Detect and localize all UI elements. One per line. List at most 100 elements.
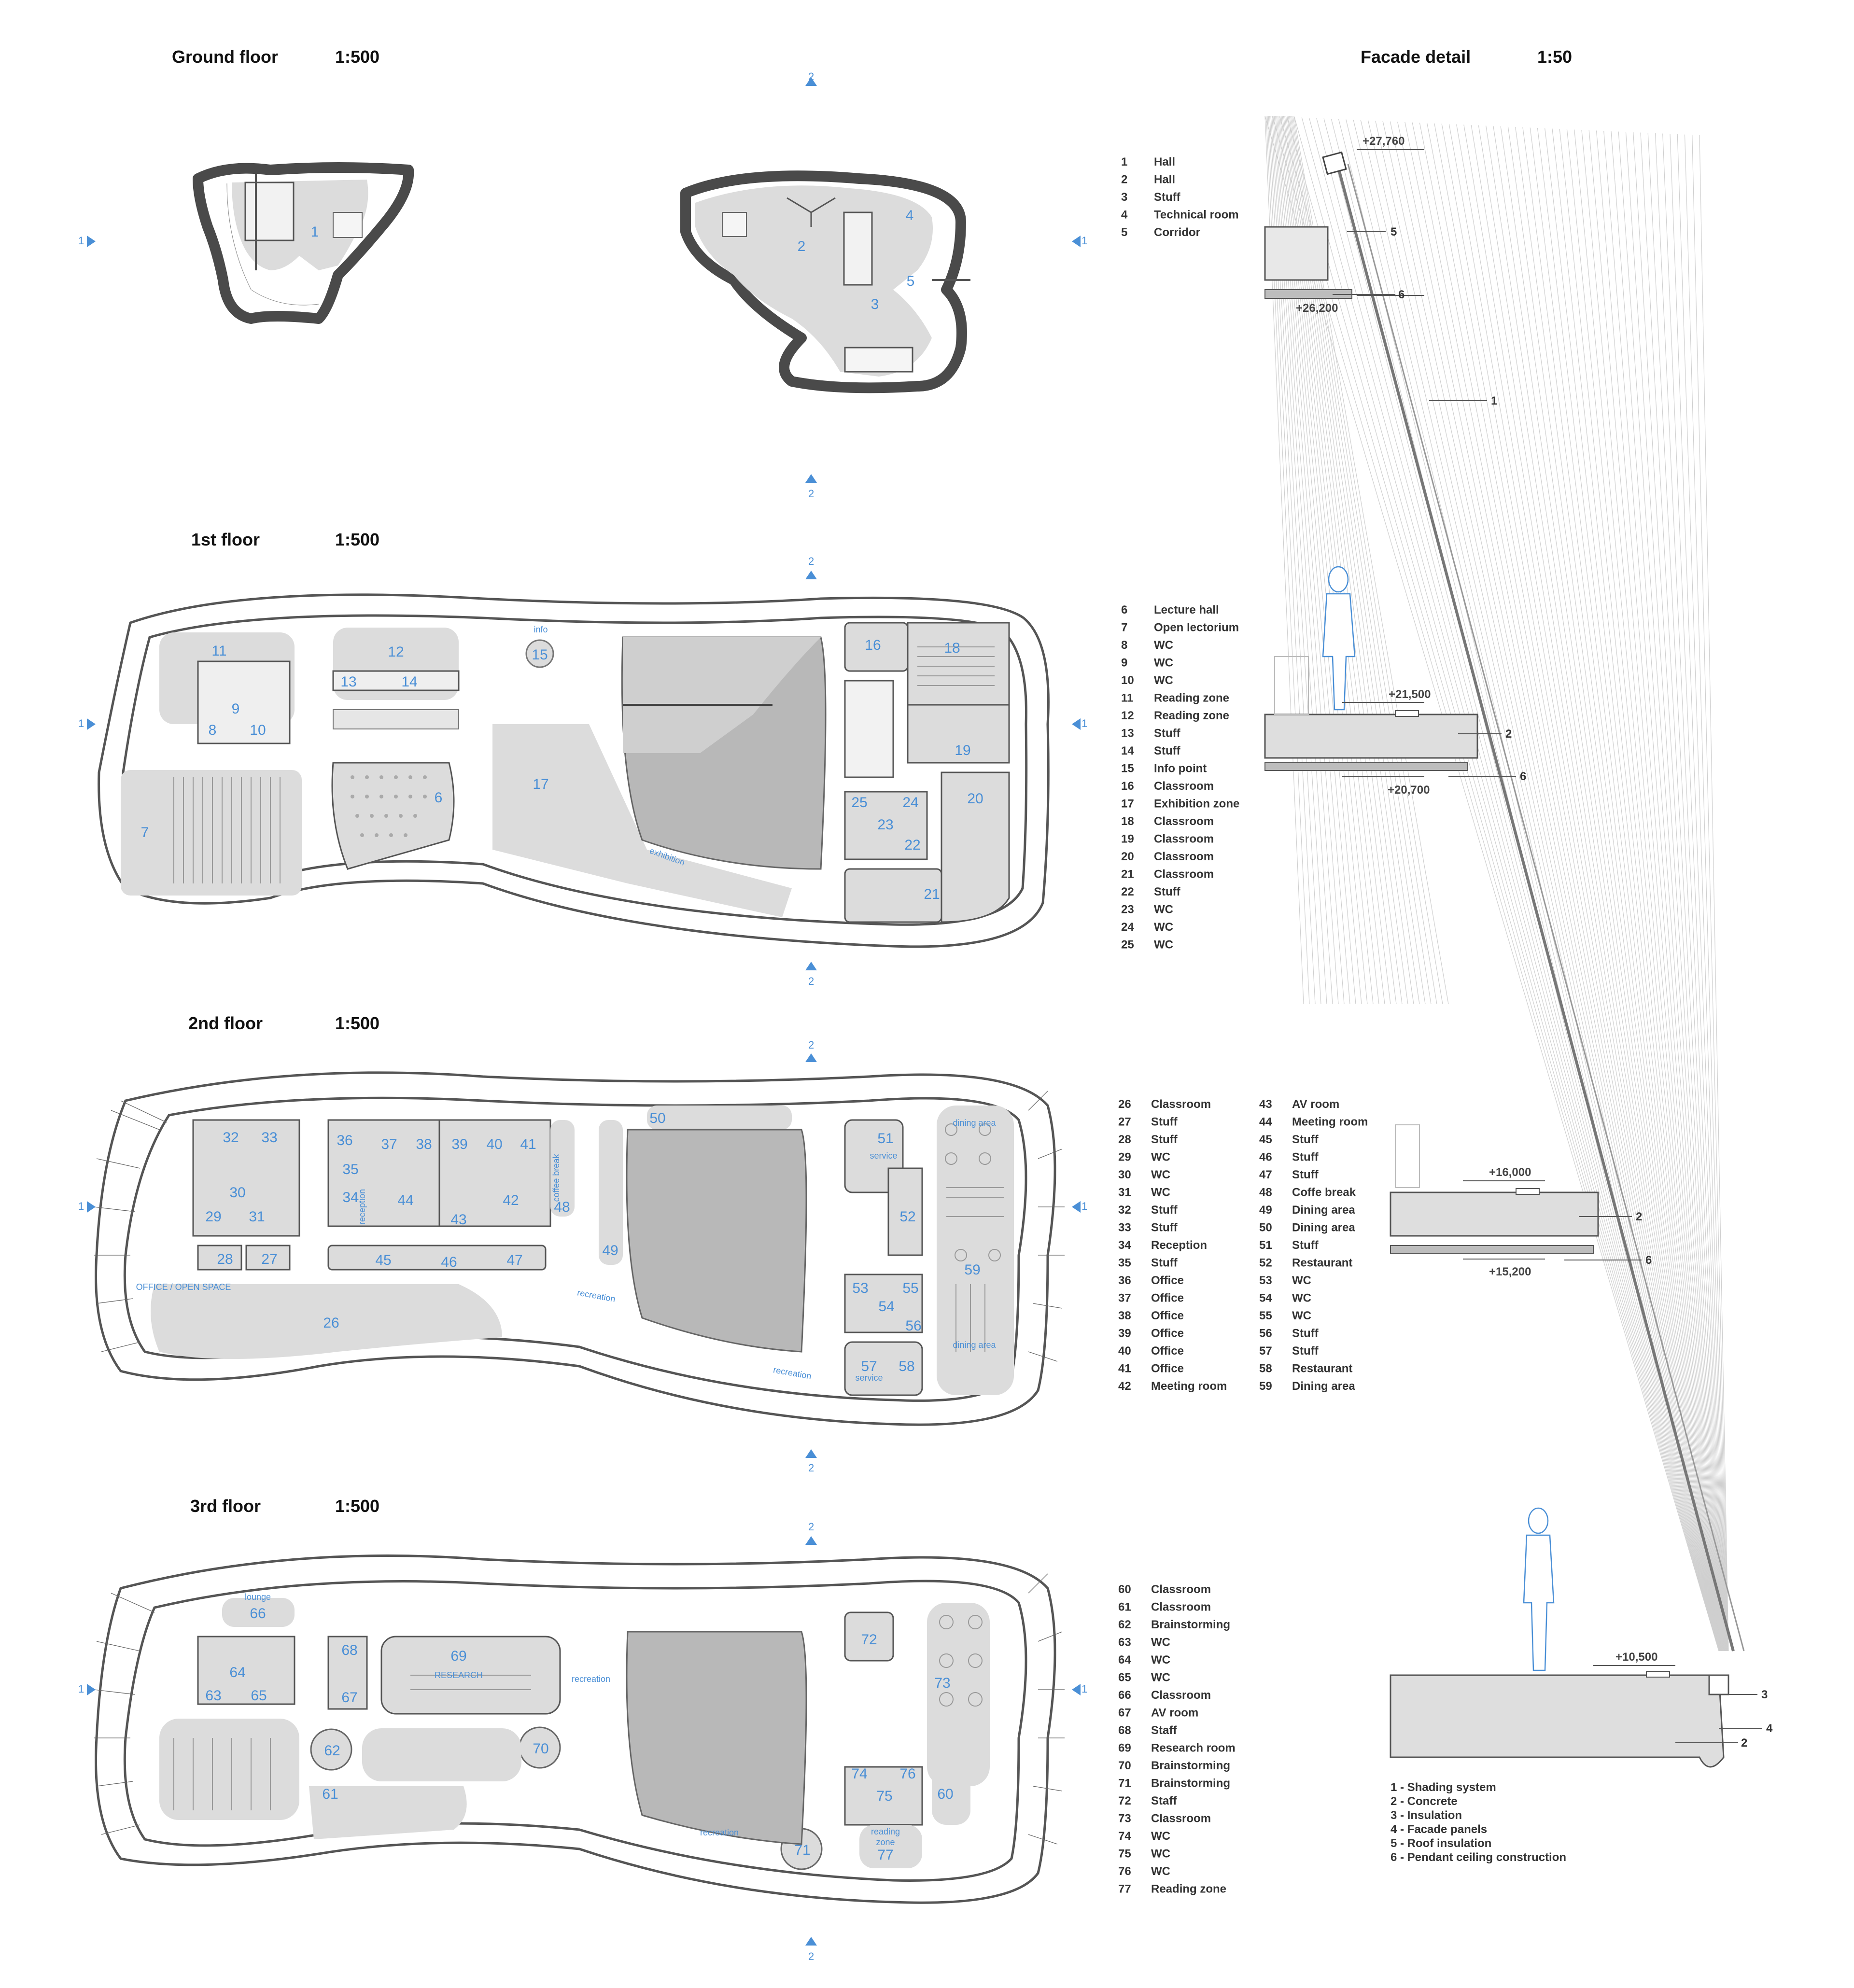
legend-label: Dining area bbox=[1292, 1221, 1355, 1234]
room-34-number: 34 bbox=[342, 1190, 358, 1205]
section-1-mark-g: 1 bbox=[78, 1683, 84, 1695]
room-40-number: 40 bbox=[486, 1136, 502, 1152]
legend-number: 12 bbox=[1121, 709, 1134, 722]
legend-number: 42 bbox=[1118, 1380, 1131, 1393]
legend-label: WC bbox=[1154, 921, 1173, 934]
room-21-number: 21 bbox=[924, 886, 940, 902]
legend-number: 44 bbox=[1259, 1116, 1272, 1129]
section-1-mark-f: 1 bbox=[1082, 1200, 1087, 1212]
legend-label: Dining area bbox=[1292, 1380, 1355, 1393]
room-23-number: 23 bbox=[877, 817, 893, 833]
legend-number: 55 bbox=[1259, 1309, 1272, 1322]
room-47-number: 47 bbox=[506, 1252, 522, 1268]
detail-mark-6-a: 6 bbox=[1520, 770, 1526, 783]
detail-mark-1: 1 bbox=[1491, 394, 1497, 407]
legend-number: 37 bbox=[1118, 1292, 1131, 1305]
ground-floor-plan: 1 2 3 4 5 bbox=[193, 162, 970, 393]
legend-label: Office bbox=[1151, 1344, 1184, 1358]
legend-label: Dining area bbox=[1292, 1204, 1355, 1217]
legend-number: 31 bbox=[1118, 1186, 1131, 1199]
dining-area-label-a: dining area bbox=[953, 1118, 996, 1128]
legend-number: 39 bbox=[1118, 1327, 1131, 1340]
legend-label: Reception bbox=[1151, 1239, 1207, 1252]
material-6: 6 - Pendant ceiling construction bbox=[1390, 1851, 1566, 1864]
room-1-number: 1 bbox=[311, 224, 319, 240]
legend-number: 46 bbox=[1259, 1151, 1272, 1164]
zone-label: zone bbox=[876, 1837, 895, 1847]
legend-label: WC bbox=[1154, 938, 1173, 952]
service-label-b: service bbox=[855, 1373, 883, 1383]
section-2-mark-e: 2 bbox=[808, 1039, 814, 1051]
room-72-number: 72 bbox=[861, 1632, 877, 1648]
ground-floor-title: Ground floor bbox=[172, 47, 278, 67]
room-68-number: 68 bbox=[341, 1642, 357, 1658]
material-3: 3 - Insulation bbox=[1390, 1809, 1462, 1822]
detail-mark-6-b: 6 bbox=[1645, 1254, 1652, 1267]
room-12-number: 12 bbox=[388, 644, 404, 660]
room-6-number: 6 bbox=[435, 790, 443, 806]
section-2-mark-d: 2 bbox=[808, 975, 814, 987]
legend-label: Office bbox=[1151, 1292, 1184, 1305]
legend-number: 64 bbox=[1118, 1653, 1131, 1666]
legend-number: 56 bbox=[1259, 1327, 1272, 1340]
legend-number: 73 bbox=[1118, 1812, 1131, 1825]
room-17-number: 17 bbox=[533, 776, 548, 792]
legend-number: 25 bbox=[1121, 938, 1134, 952]
legend-number: 36 bbox=[1118, 1274, 1131, 1287]
room-49-number: 49 bbox=[602, 1243, 618, 1259]
material-1: 1 - Shading system bbox=[1390, 1781, 1496, 1794]
room-59-number: 59 bbox=[964, 1262, 980, 1278]
legend-label: WC bbox=[1151, 1168, 1170, 1181]
third-floor-title: 3rd floor bbox=[190, 1496, 261, 1516]
legend-label: Brainstorming bbox=[1151, 1759, 1230, 1772]
legend-label: Restaurant bbox=[1292, 1362, 1352, 1375]
legend-number: 52 bbox=[1259, 1257, 1272, 1270]
legend-label: Coffe break bbox=[1292, 1186, 1356, 1199]
room-43-number: 43 bbox=[450, 1212, 466, 1228]
room-75-number: 75 bbox=[876, 1788, 892, 1804]
legend-number: 53 bbox=[1259, 1274, 1272, 1287]
room-16-number: 16 bbox=[865, 637, 881, 653]
service-label-a: service bbox=[870, 1151, 897, 1161]
recreation-label-d: recreation bbox=[700, 1828, 739, 1837]
room-55-number: 55 bbox=[902, 1280, 918, 1296]
legend-number: 14 bbox=[1121, 744, 1134, 757]
section-1-mark-c: 1 bbox=[78, 717, 84, 729]
section-2-mark-b: 2 bbox=[808, 488, 814, 500]
legend-label: Stuff bbox=[1292, 1168, 1319, 1181]
facade-detail-scale: 1:50 bbox=[1537, 47, 1572, 67]
legend-number: 48 bbox=[1259, 1186, 1272, 1199]
legend-label: Classroom bbox=[1154, 850, 1214, 863]
legend-label: Hall bbox=[1154, 173, 1175, 186]
level-15200: +15,200 bbox=[1489, 1265, 1531, 1278]
legend-label: Brainstorming bbox=[1151, 1777, 1230, 1790]
section-1-mark-a: 1 bbox=[78, 235, 84, 247]
legend-label: Staff bbox=[1151, 1724, 1177, 1737]
legend-label: Stuff bbox=[1292, 1133, 1319, 1146]
legend-number: 77 bbox=[1118, 1883, 1131, 1896]
room-76-number: 76 bbox=[899, 1766, 915, 1782]
legend-label: Open lectorium bbox=[1154, 621, 1239, 634]
room-30-number: 30 bbox=[229, 1185, 245, 1201]
legend-number: 70 bbox=[1118, 1759, 1131, 1772]
legend-label: Classroom bbox=[1151, 1812, 1211, 1825]
room-46-number: 46 bbox=[441, 1254, 457, 1270]
room-61-number: 61 bbox=[322, 1786, 338, 1802]
legend-label: AV room bbox=[1151, 1707, 1198, 1720]
legend-label: WC bbox=[1151, 1865, 1170, 1878]
room-22-number: 22 bbox=[904, 837, 920, 853]
room-42-number: 42 bbox=[503, 1192, 519, 1208]
legend-label: Stuff bbox=[1151, 1221, 1178, 1234]
legend-label: Exhibition zone bbox=[1154, 798, 1239, 811]
materials-legend: 1 - Shading system 2 - Concrete 3 - Insu… bbox=[1390, 1781, 1566, 1864]
legend-label: Stuff bbox=[1292, 1239, 1319, 1252]
detail-mark-2-a: 2 bbox=[1505, 728, 1512, 741]
legend-label: Lecture hall bbox=[1154, 603, 1219, 616]
legend-label: Office bbox=[1151, 1309, 1184, 1322]
legend-number: 29 bbox=[1118, 1151, 1131, 1164]
legend-label: Classroom bbox=[1154, 815, 1214, 828]
legend-number: 67 bbox=[1118, 1707, 1131, 1720]
info-label: info bbox=[534, 625, 548, 634]
room-15-number: 15 bbox=[532, 647, 548, 663]
